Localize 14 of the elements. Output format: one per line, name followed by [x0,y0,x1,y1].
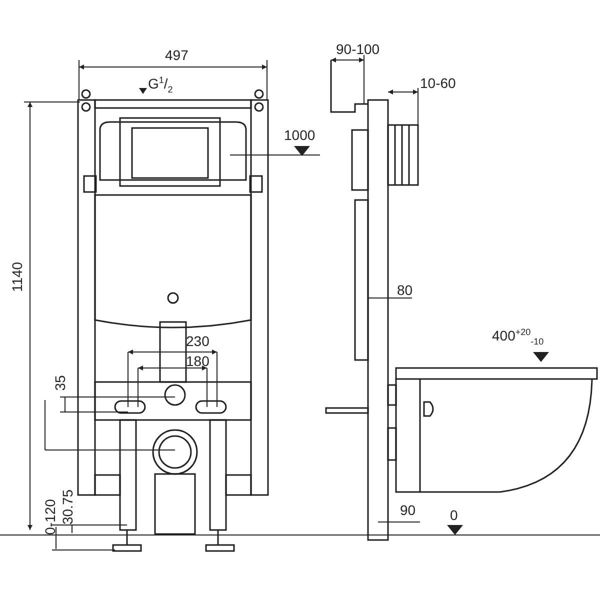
dimension-label: 1140 [10,262,24,292]
dimension-label: 497 [165,48,188,62]
dimension-label: 35 [52,375,67,391]
dimension-label: 10-60 [420,76,456,90]
dimension-label: 90 [400,503,416,517]
thread-size-label: G$^{1}$/$_{2}$ [148,76,173,94]
dimension-label: 180 [186,354,210,368]
dimension-label: 30.75 [60,489,75,525]
level-label: 0 [450,508,458,522]
dimension-label: 90-100 [336,42,380,56]
dimension-label: 0-120 [42,499,57,535]
level-label: 1000 [284,128,316,142]
dimension-label: 80 [397,283,413,297]
dimension-label: 230 [186,334,210,348]
